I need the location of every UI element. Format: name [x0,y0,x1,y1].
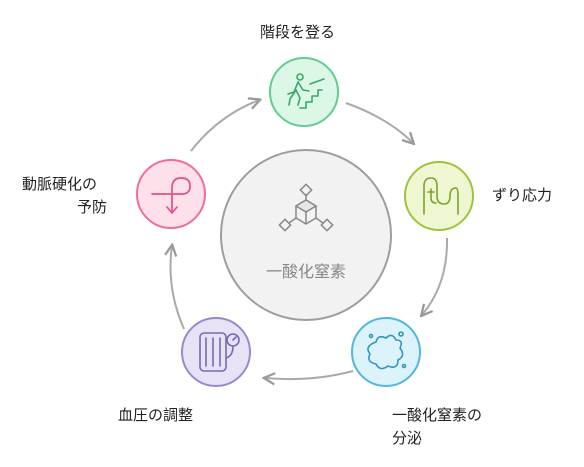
node-label-atherosclerosis-line2: 予防 [77,198,108,216]
node-bp [181,317,251,387]
node-shear [404,161,474,231]
arrow-atherosclerosis-to-stairs [190,100,259,152]
arrow-shear-to-release [422,237,449,315]
node-label-atherosclerosis-line1: 動脈硬化の [22,175,98,193]
node-label-stairs: 階段を登る [260,23,336,41]
splash-icon [367,331,407,370]
node-atherosclerosis [136,159,206,229]
vessel-flow-icon [423,177,459,215]
center-circle [220,149,392,321]
node-label-bp: 血圧の調整 [118,406,194,424]
node-no-release [351,317,421,387]
climbing-stairs-icon [287,73,325,109]
arrow-stairs-to-shear [345,102,413,143]
arrow-bp-to-atherosclerosis [171,246,185,330]
arrow-release-to-bp [265,370,354,379]
pressure-gauge-icon [199,332,240,372]
center-label: 一酸化窒素 [266,262,347,281]
node-label-no-release-line2: 分泌 [392,429,423,447]
molecule-icon [278,183,334,232]
node-stairs [269,57,339,127]
node-label-shear: ずり応力 [492,186,553,204]
loop-arrow-icon [151,177,191,214]
node-label-no-release-line1: 一酸化窒素の [392,406,483,424]
